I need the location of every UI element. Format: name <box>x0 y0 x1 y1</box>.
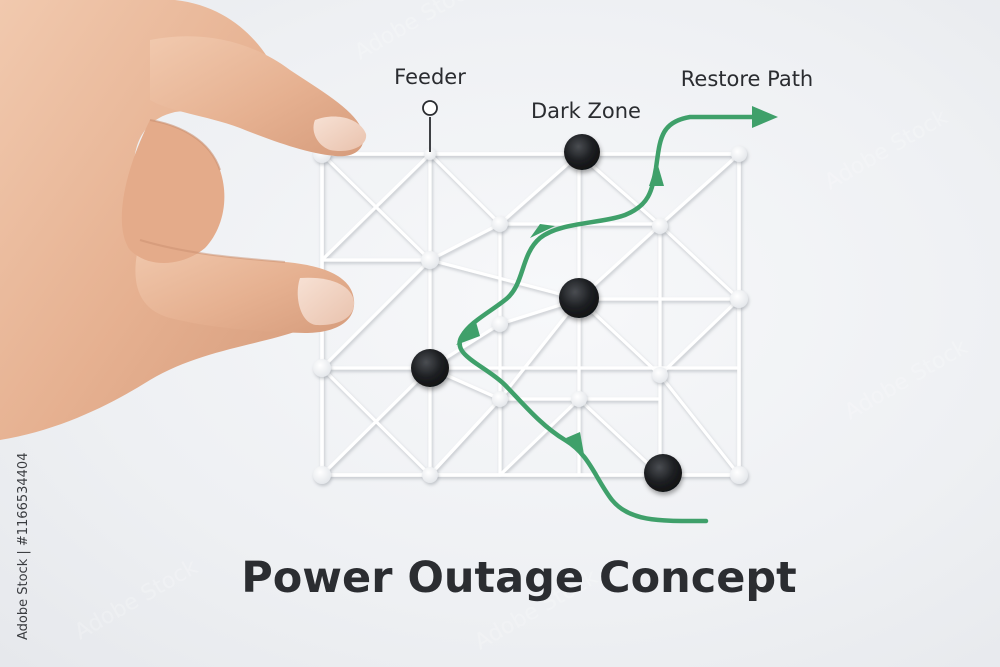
junction-node <box>313 466 331 484</box>
junction-node <box>492 316 508 332</box>
outage-nodes <box>411 134 682 492</box>
restore-path-label: Restore Path <box>681 67 814 91</box>
junction-node <box>652 218 668 234</box>
feeder-label: Feeder <box>394 65 466 89</box>
outage-node <box>564 134 600 170</box>
feeder-pin-head <box>422 100 438 116</box>
junction-node <box>422 467 438 483</box>
arrowhead-icon <box>752 106 778 128</box>
page-title: Power Outage Concept <box>241 553 796 603</box>
watermark-text: Adobe Stock <box>71 555 203 646</box>
arrowhead-icon <box>566 432 585 460</box>
dark-zone-label: Dark Zone <box>531 99 641 123</box>
index-nail <box>313 116 367 152</box>
watermark-text: Adobe Stock <box>841 335 973 426</box>
outage-node <box>411 349 449 387</box>
restore-path-arrows <box>456 106 778 460</box>
palm <box>0 0 300 440</box>
arrowhead-icon <box>649 162 664 186</box>
junction-node <box>492 216 508 232</box>
junction-node <box>424 148 436 160</box>
watermark-text: Adobe Stock <box>821 105 953 196</box>
outage-node <box>644 454 682 492</box>
grid-junctions <box>313 145 748 484</box>
junction-node <box>730 290 748 308</box>
index-finger <box>150 36 364 157</box>
junction-node <box>492 391 508 407</box>
middle-finger <box>121 120 225 263</box>
junction-node <box>730 466 748 484</box>
arrowhead-icon <box>456 322 480 345</box>
thumb-nail <box>297 277 355 326</box>
grid-network <box>320 152 741 477</box>
junction-node <box>652 367 668 383</box>
restore-path <box>457 114 763 524</box>
outage-node <box>559 278 599 318</box>
stock-id: Adobe Stock | #1166534404 <box>16 453 31 640</box>
junction-node <box>313 359 331 377</box>
feeder-pin <box>422 100 438 152</box>
junction-node <box>571 391 587 407</box>
junction-node <box>421 251 439 269</box>
junction-node <box>731 146 747 162</box>
watermark-text: Adobe Stock <box>351 0 483 65</box>
arrowhead-icon <box>530 224 555 238</box>
hand <box>0 0 367 440</box>
thumb <box>135 240 355 333</box>
